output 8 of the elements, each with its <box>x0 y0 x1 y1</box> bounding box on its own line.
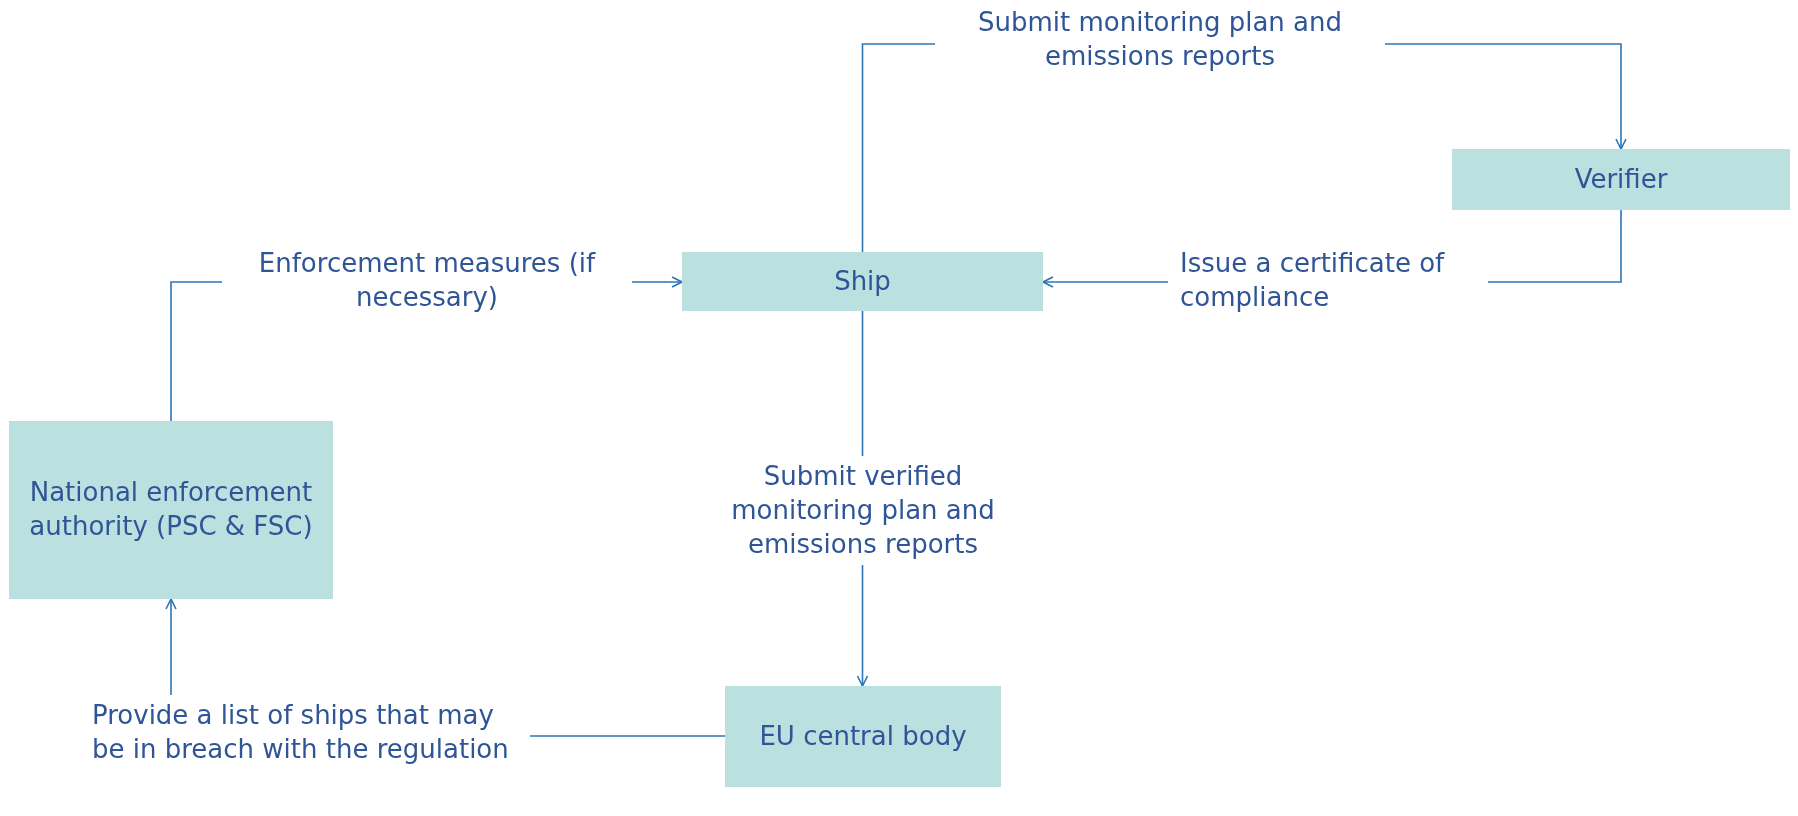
entity-label: Verifier <box>1574 162 1668 196</box>
entity-box <box>9 421 333 599</box>
entity-box <box>1452 149 1790 210</box>
entity-box <box>682 252 1043 311</box>
entity-box <box>725 686 1001 787</box>
entity-label: Ship <box>834 264 891 298</box>
entity-label: EU central body <box>759 719 967 753</box>
entity-label: National enforcement authority (PSC & FSC) <box>28 476 314 543</box>
